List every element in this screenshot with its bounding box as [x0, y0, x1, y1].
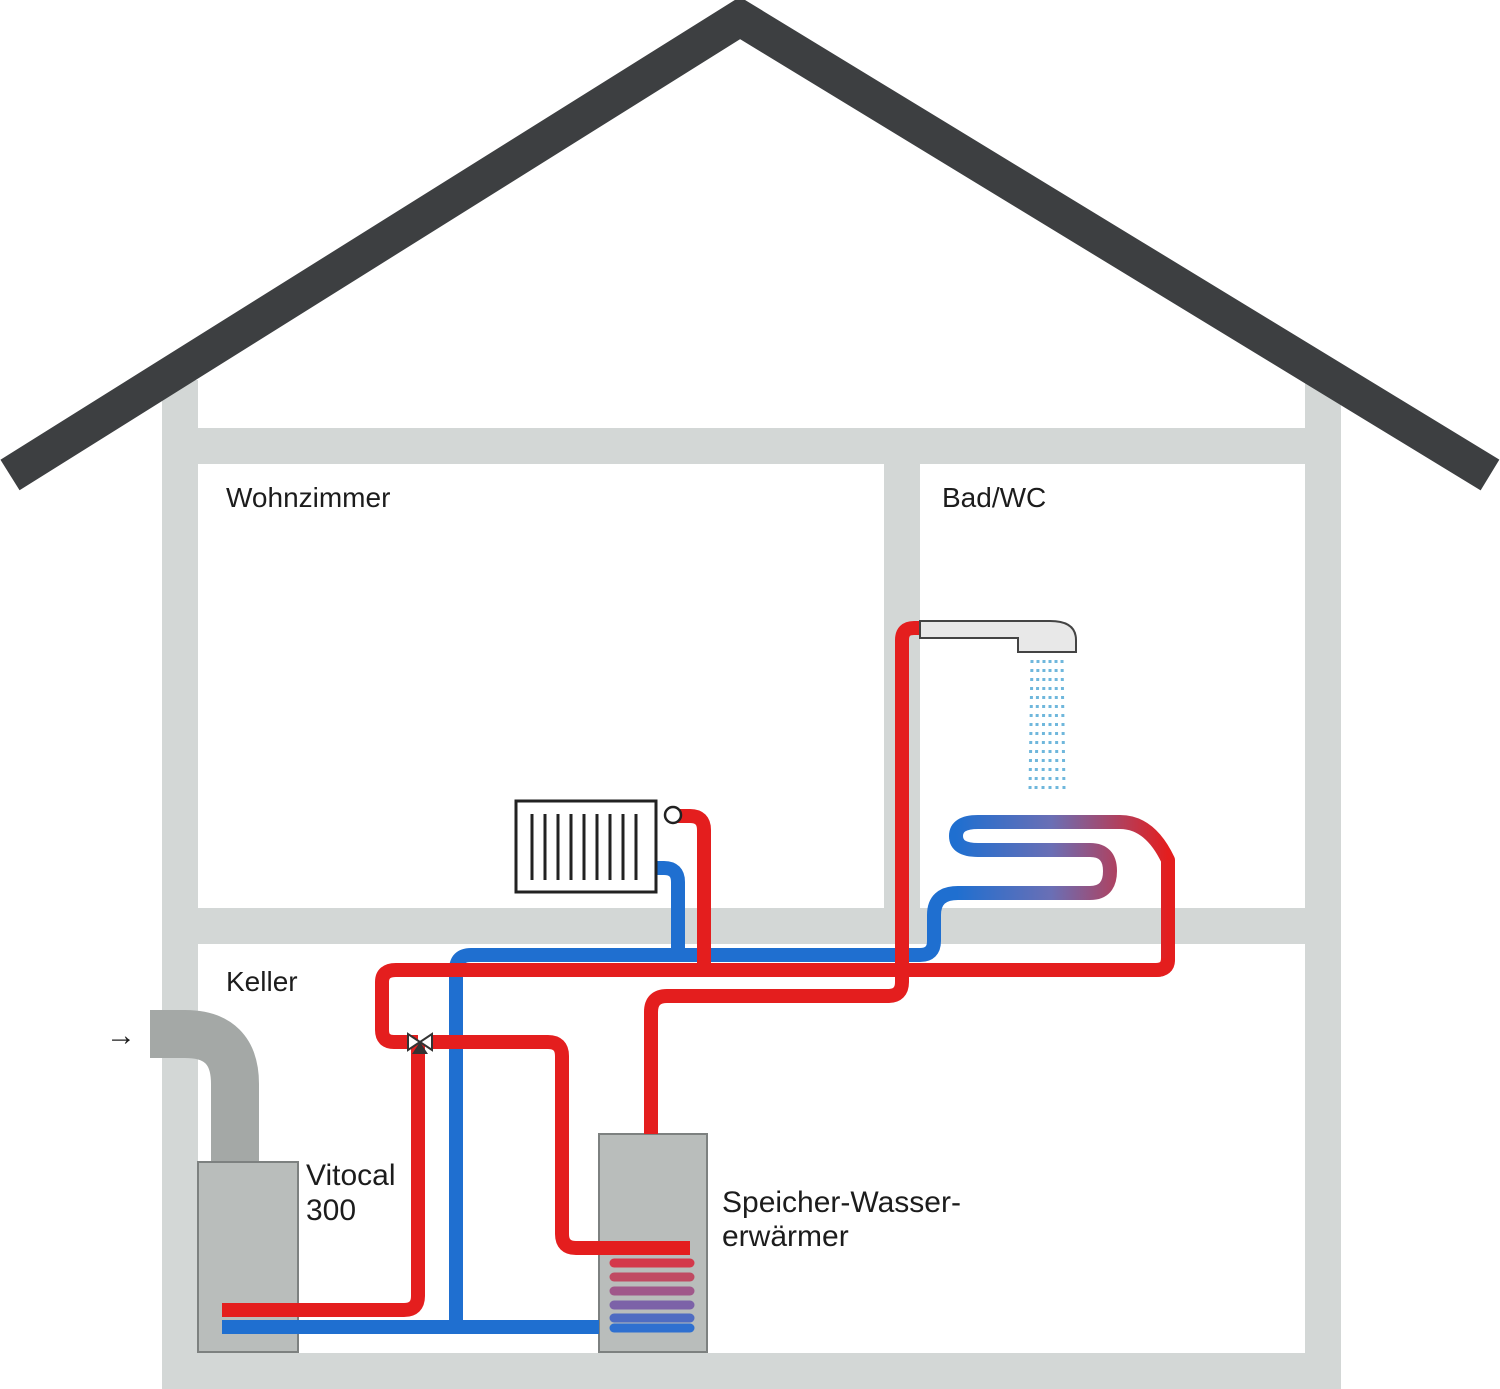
water-spray [1028, 659, 1066, 791]
return-pipe-radiator [656, 861, 685, 955]
radiator-thermostat-icon [663, 805, 683, 825]
return-pipes [222, 861, 1090, 1334]
storage-label-line1: Speicher-Wasser- [722, 1186, 961, 1219]
supply-pipe-from-pump [222, 1042, 425, 1317]
heat-pump-label-line1: Vitocal [306, 1159, 396, 1192]
intake-arrow-icon: → [106, 1019, 136, 1052]
house-walls [162, 380, 1341, 1389]
hot-water-pipe-shower [644, 621, 924, 1134]
return-pipe-main [449, 886, 1090, 1327]
supply-pipes [222, 621, 1175, 1317]
heat-pump-label-line2: 300 [306, 1194, 356, 1227]
room-label-living: Wohnzimmer [226, 482, 390, 513]
roof [0, 0, 1500, 491]
storage-label-line2: erwärmer [722, 1220, 849, 1253]
supply-pipe-storage-coil [430, 1035, 690, 1255]
shower-icon [919, 620, 1077, 791]
storage-heating-coil [609, 1258, 695, 1333]
floor-heating-icon [949, 815, 1175, 977]
supply-pipe-main [375, 957, 1175, 1049]
room-label-bath: Bad/WC [942, 482, 1046, 513]
radiator-icon [514, 799, 683, 894]
room-label-basement: Keller [226, 966, 298, 997]
left-wall [162, 380, 198, 1389]
ceiling-upper [162, 428, 1341, 464]
valve-icon [407, 1032, 433, 1054]
floor-divider [162, 908, 1341, 944]
supply-pipe-radiator [676, 809, 711, 970]
right-wall [1305, 380, 1341, 1389]
air-intake-duct [150, 1010, 259, 1162]
ground-floor [162, 1353, 1341, 1389]
